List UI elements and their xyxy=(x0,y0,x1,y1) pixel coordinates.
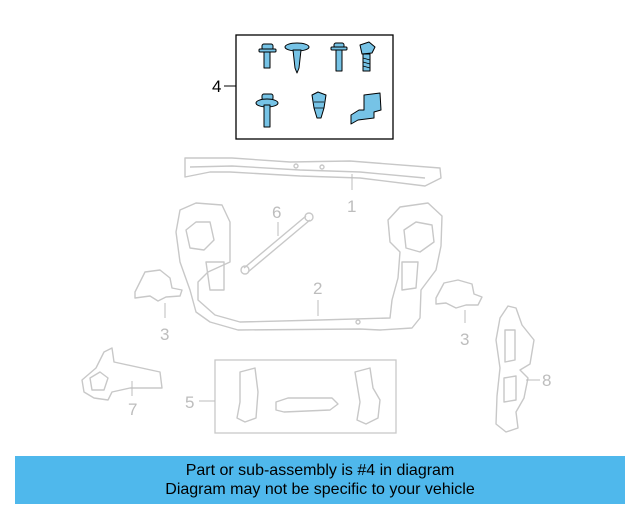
banner-line-1: Part or sub-assembly is #4 in diagram xyxy=(185,462,455,479)
info-banner: Part or sub-assembly is #4 in diagram Di… xyxy=(15,456,625,504)
part-7-side-bracket[interactable] xyxy=(81,347,163,401)
part-5-bracket-set[interactable] xyxy=(214,359,397,434)
part-5-box xyxy=(214,359,397,434)
callout-6-label: 6 xyxy=(272,203,281,222)
part-1-upper-crossmember[interactable] xyxy=(184,157,442,187)
part-3-bracket-left[interactable] xyxy=(134,269,183,302)
callout-5-label: 5 xyxy=(185,393,194,412)
part-2-radiator-support[interactable] xyxy=(175,202,443,331)
callout-3b-label: 3 xyxy=(460,330,469,349)
clip-icon xyxy=(311,91,327,119)
callout-4-label: 4 xyxy=(212,77,221,96)
part-3-bracket-right[interactable] xyxy=(435,279,483,309)
part-6-brace-rod[interactable] xyxy=(240,212,314,275)
bolt-icon xyxy=(330,42,348,72)
callout-1-label: 1 xyxy=(347,197,356,216)
flange-bolt-icon xyxy=(255,93,279,128)
parts-diagram: 4 1 6 2 3 3 xyxy=(81,34,551,434)
bracket-icon xyxy=(350,92,382,125)
callout-2-label: 2 xyxy=(313,279,322,298)
callout-7-label: 7 xyxy=(128,400,137,419)
push-pin-icon xyxy=(284,42,310,74)
hex-screw-icon xyxy=(359,41,376,72)
part-8-side-panel[interactable] xyxy=(495,305,535,433)
banner-line-2: Diagram may not be specific to your vehi… xyxy=(165,481,475,498)
callout-8-label: 8 xyxy=(542,371,551,390)
part-4-fastener-kit[interactable] xyxy=(235,34,394,140)
callout-3a-label: 3 xyxy=(160,325,169,344)
bolt-icon xyxy=(258,43,277,69)
